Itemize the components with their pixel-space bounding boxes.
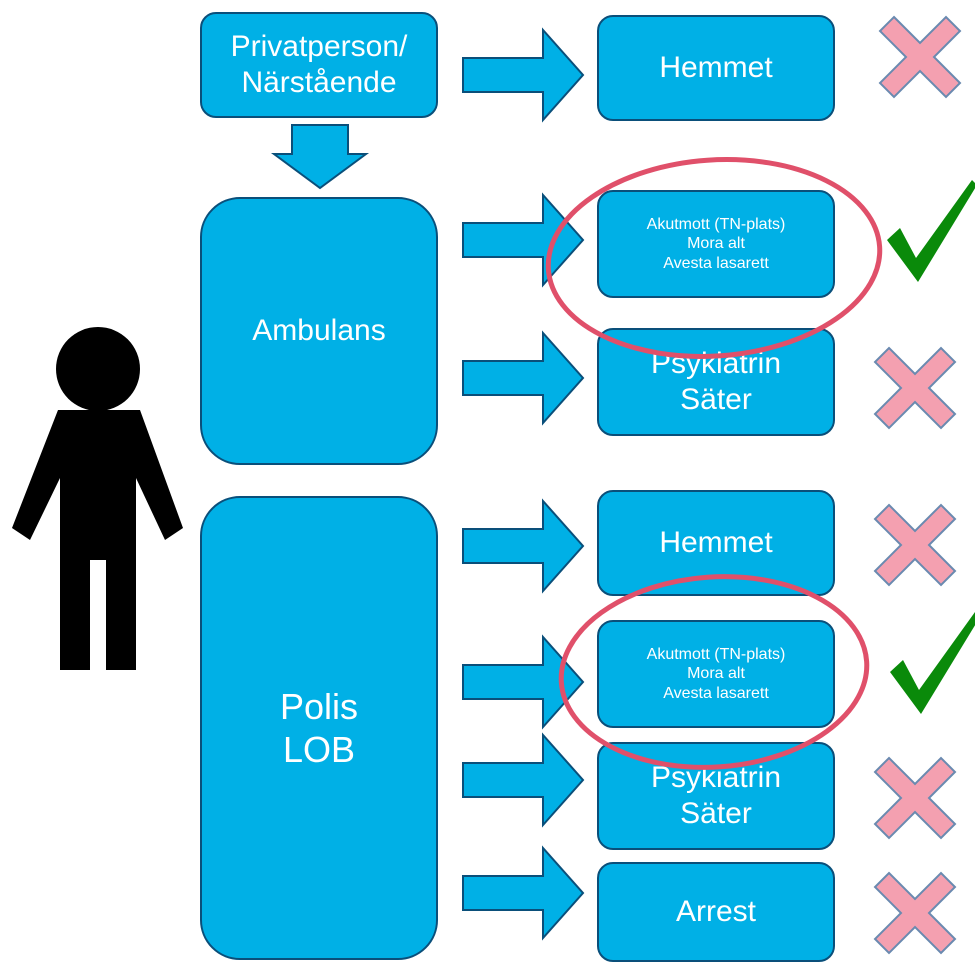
target-line1: Psykiatrin	[650, 347, 782, 380]
target-psykiatrin-polis: Psykiatrin Säter	[597, 742, 835, 850]
source-box-line2: Närstående	[241, 66, 397, 99]
target-line2: Säter	[680, 797, 752, 830]
arrow-right-icon	[462, 500, 584, 592]
check-icon	[887, 180, 975, 282]
target-hemmet-top: Hemmet	[597, 15, 835, 121]
source-box-privatperson: Privatperson/ Närstående	[200, 12, 438, 118]
cross-icon	[874, 757, 956, 839]
polis-line1: Polis	[279, 685, 359, 727]
target-psykiatrin-ambulans: Psykiatrin Säter	[597, 328, 835, 436]
polis-box: Polis LOB	[200, 496, 438, 960]
arrow-right-icon	[462, 194, 584, 286]
target-line1: Akutmott (TN-plats)	[646, 646, 786, 664]
ambulans-label: Ambulans	[252, 314, 386, 347]
target-label: Hemmet	[659, 526, 773, 559]
target-akutmott-ambulans: Akutmott (TN-plats) Mora alt Avesta lasa…	[597, 190, 835, 298]
person-icon	[12, 327, 183, 670]
cross-icon	[874, 504, 956, 586]
arrow-right-icon	[462, 734, 584, 826]
arrow-right-icon	[462, 847, 584, 939]
target-akutmott-polis: Akutmott (TN-plats) Mora alt Avesta lasa…	[597, 620, 835, 728]
target-arrest: Arrest	[597, 862, 835, 962]
target-line2: Mora alt	[687, 235, 745, 253]
cross-icon	[874, 347, 956, 429]
ambulans-box: Ambulans	[200, 197, 438, 465]
arrow-right-icon	[462, 332, 584, 424]
arrow-right-icon	[462, 636, 584, 728]
target-line2: Säter	[680, 383, 752, 416]
target-line1: Psykiatrin	[650, 761, 782, 794]
arrow-right-icon	[462, 29, 584, 121]
target-label: Arrest	[675, 895, 756, 928]
target-line3: Avesta lasarett	[663, 684, 769, 702]
target-line2: Mora alt	[687, 665, 745, 683]
check-icon	[890, 612, 975, 714]
source-box-line1: Privatperson/	[230, 30, 408, 63]
polis-line2: LOB	[282, 729, 356, 770]
cross-icon	[879, 16, 961, 98]
target-line1: Akutmott (TN-plats)	[646, 216, 786, 234]
target-hemmet-polis: Hemmet	[597, 490, 835, 596]
target-line3: Avesta lasarett	[663, 254, 769, 272]
cross-icon	[874, 872, 956, 954]
arrow-down-icon	[270, 124, 370, 190]
target-label: Hemmet	[659, 51, 773, 84]
